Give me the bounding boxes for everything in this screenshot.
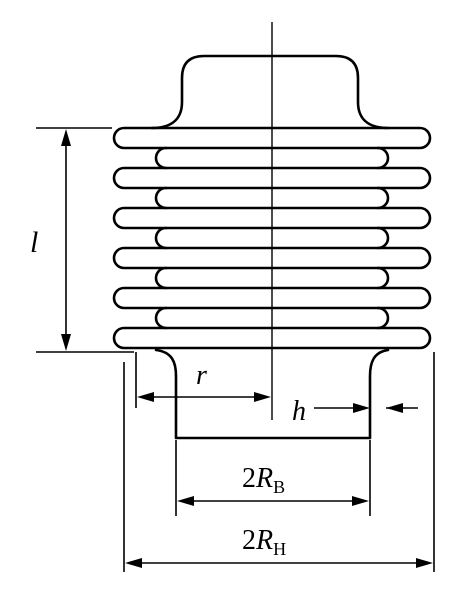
label-h: h bbox=[292, 396, 306, 427]
valley-left-1 bbox=[154, 146, 168, 170]
valley-right-4 bbox=[376, 266, 390, 290]
dimension-2rb bbox=[175, 440, 371, 516]
dimension-l bbox=[36, 127, 134, 353]
ring-4 bbox=[112, 246, 432, 270]
label-l: l bbox=[30, 226, 38, 259]
valley-left-2 bbox=[154, 186, 168, 210]
label-2rb: 2RB bbox=[242, 463, 285, 497]
label-2rh: 2RH bbox=[242, 525, 286, 559]
valley-left-5 bbox=[154, 306, 168, 330]
valley-right-3 bbox=[376, 226, 390, 250]
valley-right-1 bbox=[376, 146, 390, 170]
bottom-neck bbox=[154, 348, 390, 440]
valley-right-5 bbox=[376, 306, 390, 330]
inner-valleys bbox=[154, 146, 390, 330]
ring-2 bbox=[112, 166, 432, 190]
ring-5 bbox=[112, 286, 432, 310]
label-r: r bbox=[196, 360, 207, 391]
ring-6 bbox=[112, 326, 432, 350]
valley-left-3 bbox=[154, 226, 168, 250]
valley-right-2 bbox=[376, 186, 390, 210]
top-neck bbox=[150, 54, 390, 130]
dimension-r bbox=[135, 352, 271, 408]
bellows-rings bbox=[112, 126, 432, 350]
valley-left-4 bbox=[154, 266, 168, 290]
dimension-2rh bbox=[123, 352, 435, 572]
ring-3 bbox=[112, 206, 432, 230]
dimension-h bbox=[314, 403, 418, 413]
ring-1 bbox=[112, 126, 432, 150]
